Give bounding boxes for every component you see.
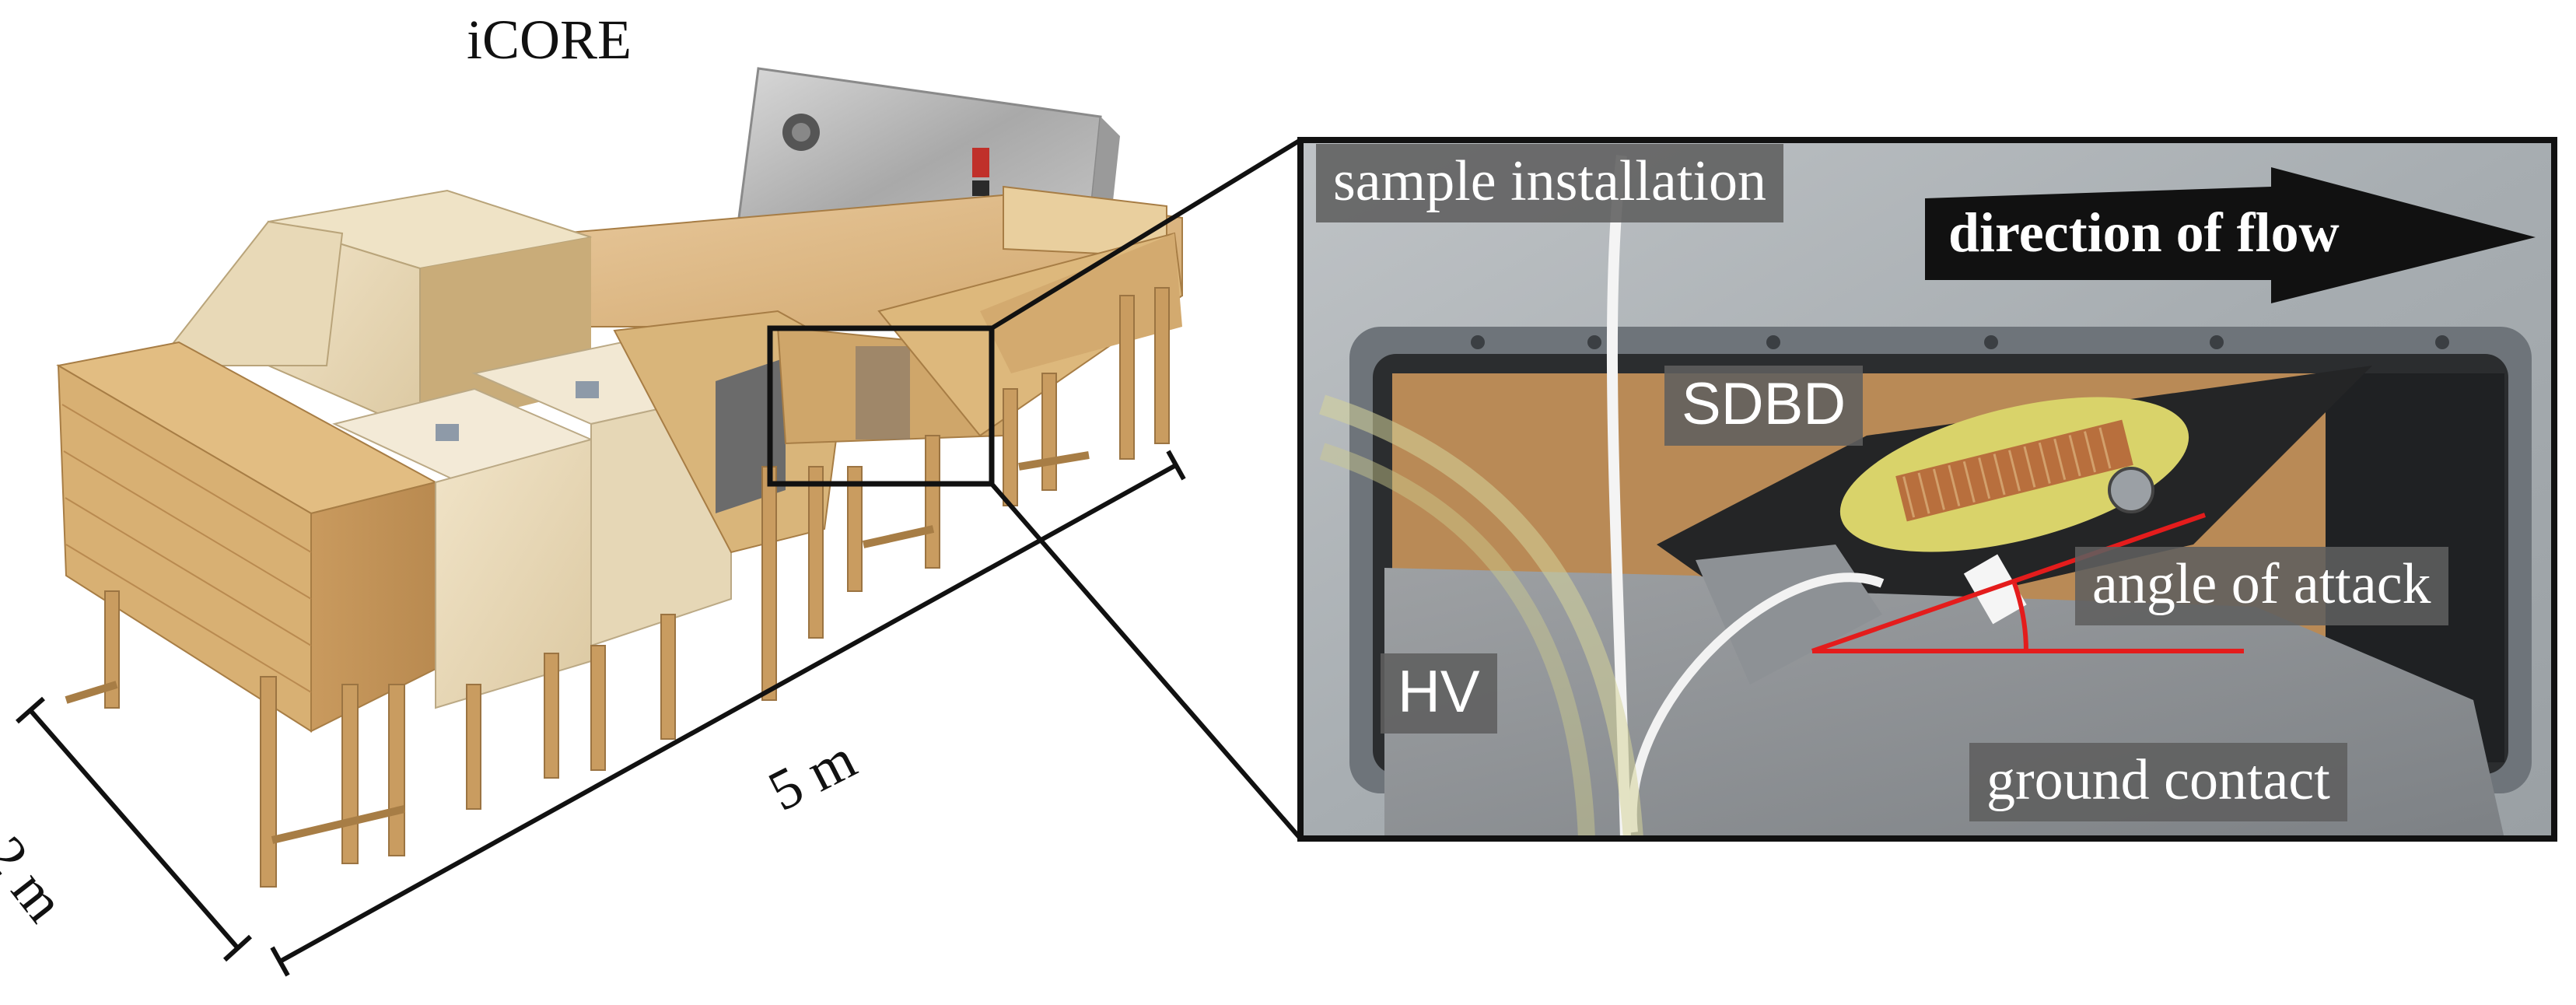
direction-of-flow-label: direction of flow [1948, 201, 2340, 264]
sdbd-label: SDBD [1664, 366, 1864, 446]
zoom-region-box [767, 325, 995, 487]
hv-label: HV [1381, 653, 1497, 734]
flow-arrow-icon [1925, 167, 2536, 303]
sample-installation-label: sample installation [1316, 144, 1783, 222]
angle-of-attack-label: angle of attack [2075, 547, 2448, 625]
inset-photo [1300, 140, 2554, 839]
dimension-2m-line [16, 696, 253, 962]
connector-line-bottom [989, 482, 1303, 840]
figure-title: iCORE [467, 9, 632, 71]
inset-frame [1297, 137, 2557, 842]
ground-contact-label: ground contact [1969, 743, 2347, 821]
wind-tunnel-photo [56, 67, 1184, 888]
dimension-5m-line [270, 450, 1186, 977]
connector-line-top [990, 138, 1302, 331]
angle-of-attack-lines [1811, 513, 2244, 653]
